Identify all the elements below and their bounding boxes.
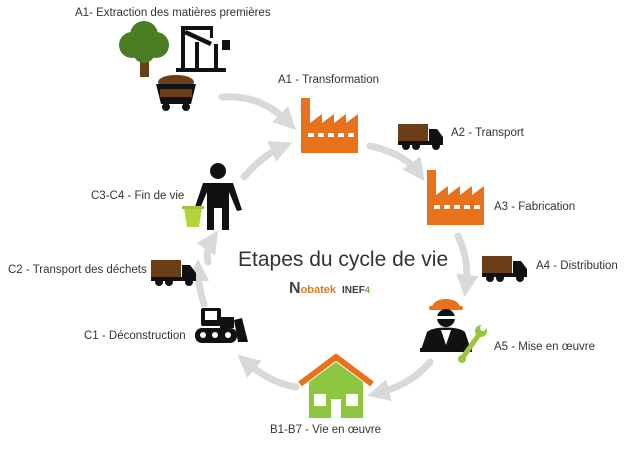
house-icon [298, 354, 374, 418]
mine-cart-icon [156, 75, 196, 111]
factory-icon-fabrication [427, 170, 484, 225]
label-c1-deconstruction: C1 - Déconstruction [84, 330, 186, 342]
arrow-truck-to-person [196, 230, 219, 266]
label-a1-transformation: A1 - Transformation [278, 74, 379, 86]
person-icon [194, 163, 242, 230]
label-a3-fabrication: A3 - Fabrication [494, 201, 576, 213]
inef-logo-text: INEF [342, 285, 365, 296]
worker-icon [420, 299, 472, 352]
label-c2-transport-dechets: C2 - Transport des déchets [8, 264, 147, 276]
label-c3-c4-fin-de-vie: C3-C4 - Fin de vie [91, 190, 185, 202]
truck-icon-a4 [482, 256, 527, 282]
drill-rig-icon [176, 26, 230, 72]
label-a4-distribution: A4 - Distribution [536, 260, 618, 272]
inef-logo-number: 4 [364, 285, 370, 295]
arrow-fabrication-to-distribution [454, 232, 479, 298]
arrow-worker-to-house [367, 358, 434, 402]
label-a5-mise-en-oeuvre: A5 - Mise en œuvre [494, 341, 595, 353]
label-a1-extraction: A1- Extraction des matières premières [75, 7, 271, 19]
label-b1-b7-vie-en-oeuvre: B1-B7 - Vie en œuvre [270, 424, 382, 436]
cycle-arrows [186, 93, 479, 402]
wrench-icon [458, 325, 487, 363]
nobatek-logo-text: obatek [300, 284, 337, 296]
nobatek-inef4-logo: Nobatek INEF4 [289, 280, 389, 302]
arrow-extraction-to-transformation [218, 93, 296, 130]
bin-icon [182, 206, 204, 227]
factory-icon-transformation [301, 98, 358, 153]
arrow-transformation-to-fabrication [366, 142, 425, 182]
truck-icon-c2 [151, 260, 196, 286]
nobatek-logo-initial: N [289, 280, 301, 297]
diagram-title: Etapes du cycle de vie [238, 248, 449, 271]
arrow-bulldozer-to-truck [186, 258, 210, 308]
arrow-person-to-transformation [240, 141, 293, 181]
tree-icon [119, 21, 169, 77]
bulldozer-icon [195, 308, 248, 343]
label-a2-transport: A2 - Transport [451, 127, 524, 139]
arrow-house-to-bulldozer [237, 354, 300, 391]
truck-icon-a2 [398, 124, 443, 150]
